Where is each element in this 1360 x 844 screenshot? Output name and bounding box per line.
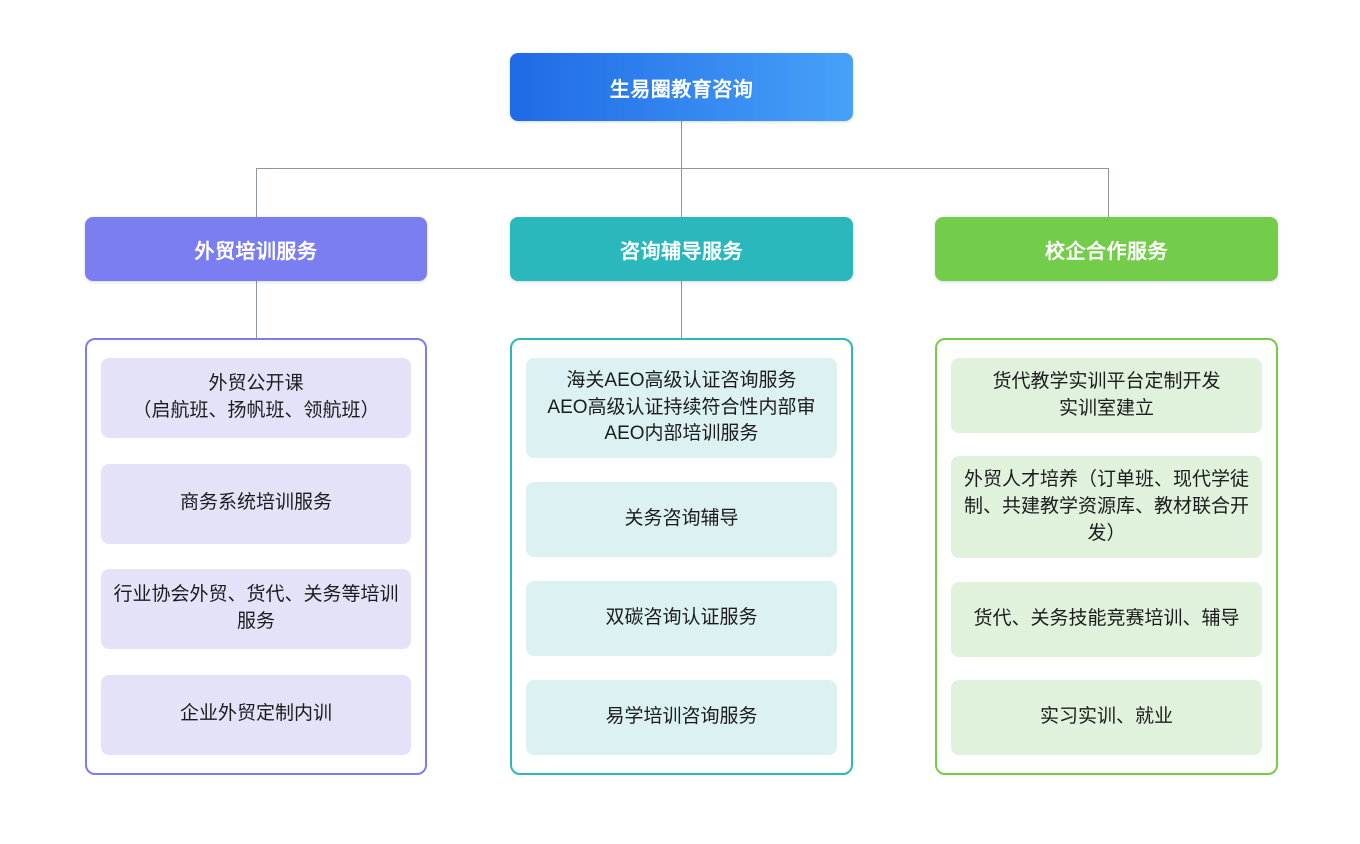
service-item[interactable]: 货代、关务技能竞赛培训、辅导 <box>951 581 1262 657</box>
connector-branch-stem-left <box>256 281 257 338</box>
service-item[interactable]: 关务咨询辅导 <box>526 482 837 557</box>
service-item[interactable]: 易学培训咨询服务 <box>526 680 837 755</box>
service-item[interactable]: 海关AEO高级认证咨询服务 AEO高级认证持续符合性内部审 AEO内部培训服务 <box>526 358 837 458</box>
root-node[interactable]: 生易圈教育咨询 <box>510 53 853 121</box>
connector-drop-left <box>256 168 257 217</box>
branch-header-label: 咨询辅导服务 <box>620 240 743 263</box>
connector-branch-stem-middle <box>681 281 682 338</box>
branch-box-trade-training: 外贸公开课 （启航班、扬帆班、领航班） 商务系统培训服务 行业协会外贸、货代、关… <box>85 338 427 775</box>
service-item[interactable]: 外贸人才培养（订单班、现代学徒制、共建教学资源库、教材联合开发） <box>951 456 1262 559</box>
service-item[interactable]: 货代教学实训平台定制开发 实训室建立 <box>951 358 1262 433</box>
branch-header-consulting[interactable]: 咨询辅导服务 <box>510 217 853 281</box>
service-item[interactable]: 外贸公开课 （启航班、扬帆班、领航班） <box>101 358 411 438</box>
service-item[interactable]: 商务系统培训服务 <box>101 463 411 544</box>
branch-box-school-enterprise: 货代教学实训平台定制开发 实训室建立 外贸人才培养（订单班、现代学徒制、共建教学… <box>935 338 1278 775</box>
branch-header-label: 外贸培训服务 <box>194 240 318 263</box>
root-node-label: 生易圈教育咨询 <box>609 78 754 101</box>
service-item[interactable]: 实习实训、就业 <box>951 679 1262 755</box>
branch-box-consulting: 海关AEO高级认证咨询服务 AEO高级认证持续符合性内部审 AEO内部培训服务 … <box>510 338 853 775</box>
connector-drop-right <box>1108 168 1109 217</box>
service-item[interactable]: 行业协会外贸、货代、关务等培训服务 <box>101 569 411 650</box>
connector-root-stem <box>681 121 682 168</box>
branch-header-trade-training[interactable]: 外贸培训服务 <box>85 217 427 281</box>
service-item[interactable]: 双碳咨询认证服务 <box>526 581 837 656</box>
connector-horizontal <box>256 168 1109 169</box>
branch-header-school-enterprise[interactable]: 校企合作服务 <box>935 217 1278 281</box>
branch-header-label: 校企合作服务 <box>1045 240 1168 263</box>
service-item[interactable]: 企业外贸定制内训 <box>101 674 411 755</box>
connector-drop-middle <box>681 168 682 217</box>
